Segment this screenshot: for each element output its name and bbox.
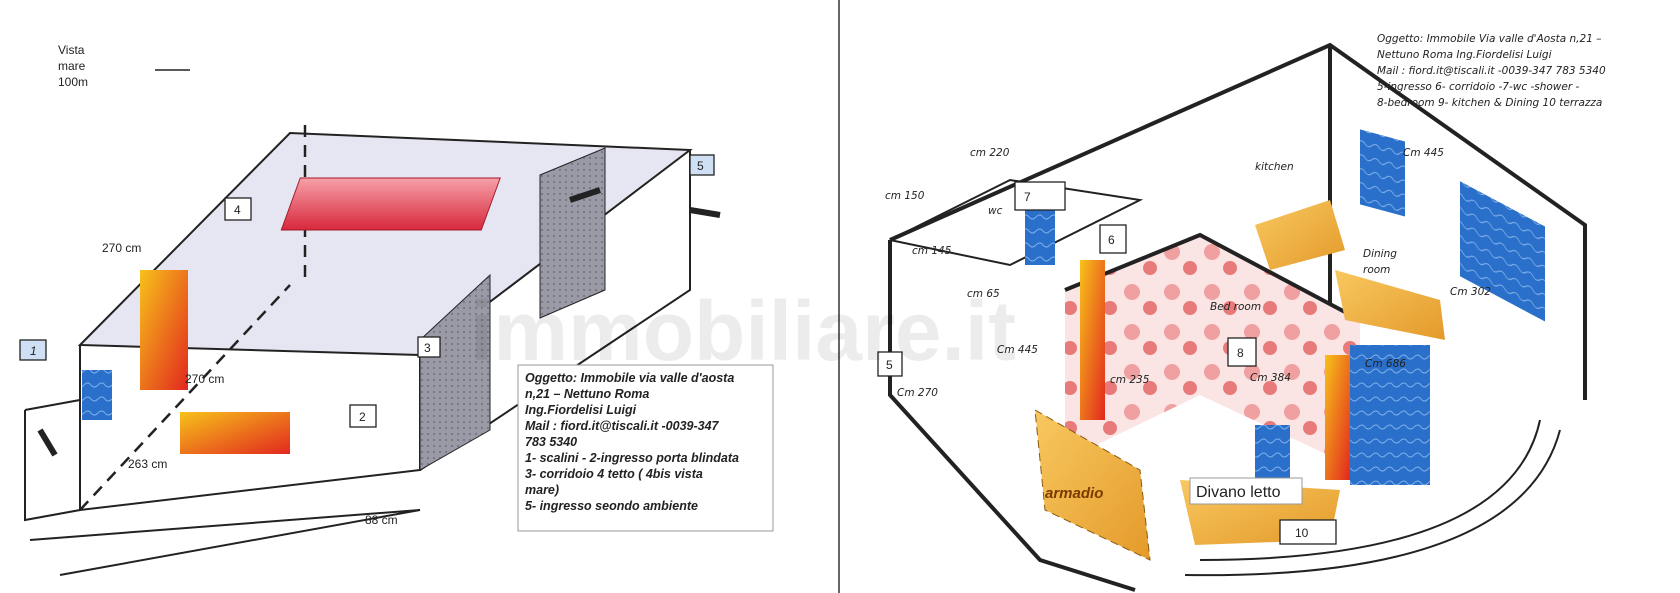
svg-text:3: 3 bbox=[424, 341, 431, 355]
svg-text:Mail : fiord.it@tiscali.it -00: Mail : fiord.it@tiscali.it -0039-347 783… bbox=[1377, 65, 1606, 77]
svg-text:Oggetto: Immobile via valle d: Oggetto: Immobile via valle d'aosta bbox=[525, 371, 734, 385]
dimension-label: cm 150 bbox=[885, 190, 925, 202]
svg-text:4: 4 bbox=[234, 203, 241, 217]
dimension-label: Cm 384 bbox=[1250, 372, 1291, 384]
floor-hatch bbox=[29, 509, 421, 576]
terrace-arc bbox=[1184, 429, 1561, 577]
marker-4: 4 bbox=[224, 197, 252, 221]
arrow-icon bbox=[689, 207, 721, 218]
svg-text:6: 6 bbox=[1108, 233, 1115, 247]
svg-text:Nettuno Roma Ing.Fiordelis: Nettuno Roma Ing.Fiordelisi Luigi bbox=[1377, 49, 1552, 61]
bedroom-wall-top bbox=[1064, 232, 1361, 322]
svg-text:783 5340: 783 5340 bbox=[525, 435, 577, 449]
svg-text:Oggetto: Immobile Via valle d: Oggetto: Immobile Via valle d'Aosta n,21… bbox=[1377, 33, 1601, 45]
door-panel bbox=[539, 147, 606, 319]
window bbox=[1460, 181, 1545, 322]
svg-text:10: 10 bbox=[1295, 526, 1309, 540]
left-wall bbox=[888, 240, 1136, 592]
marker-2: 2 bbox=[349, 404, 377, 428]
left-note-box: Oggetto: Immobile via valle d'aosta n,21… bbox=[517, 364, 774, 532]
dimension-label: cm 220 bbox=[970, 147, 1010, 159]
door-panel bbox=[419, 273, 491, 471]
marker-3: 3 bbox=[417, 336, 441, 358]
bedroom-wall bbox=[1200, 235, 1360, 470]
side-wall bbox=[419, 150, 691, 471]
dining-table bbox=[1335, 270, 1445, 340]
marker-5: 5 bbox=[877, 351, 903, 377]
heater bbox=[1080, 260, 1105, 420]
svg-text:8-bedroom 9- kitchen & Dinin: 8-bedroom 9- kitchen & Dining 10 terrazz… bbox=[1377, 97, 1602, 109]
heater-tall bbox=[140, 270, 188, 390]
room-label-dining: room bbox=[1363, 264, 1390, 276]
vista-label: Vista bbox=[58, 43, 85, 57]
steps bbox=[24, 398, 81, 522]
dimension-label: cm 235 bbox=[1110, 374, 1150, 386]
dimension-label: Cm 445 bbox=[997, 344, 1038, 356]
svg-text:5-ingresso 6- corridoio -7-wc: 5-ingresso 6- corridoio -7-wc -shower - bbox=[1377, 81, 1580, 93]
wc-outline bbox=[889, 178, 1144, 267]
dimension-label: cm 65 bbox=[967, 288, 1000, 300]
room-label-armadio: armadio bbox=[1045, 485, 1103, 502]
marker-10: 10 bbox=[1279, 519, 1337, 545]
heater bbox=[1325, 355, 1350, 480]
svg-text:1: 1 bbox=[30, 344, 37, 358]
kitchen-unit bbox=[1255, 200, 1345, 270]
left-plan: Vista mare 100m 270 cm 270 cm 263 cm 88 … bbox=[19, 43, 774, 576]
marker-8: 8 bbox=[1227, 337, 1257, 367]
dimension-label: Cm 302 bbox=[1450, 286, 1491, 298]
svg-text:5: 5 bbox=[697, 159, 704, 173]
dimension-label: 88 cm bbox=[365, 513, 398, 527]
svg-text:Ing.Fiordelisi Luigi: Ing.Fiordelisi Luigi bbox=[525, 403, 637, 417]
wardrobe bbox=[1034, 409, 1151, 561]
svg-text:7: 7 bbox=[1024, 190, 1031, 204]
room-label-bedroom: Bed room bbox=[1210, 301, 1261, 313]
svg-text:8: 8 bbox=[1237, 346, 1244, 360]
svg-text:Divano letto: Divano letto bbox=[1196, 484, 1281, 501]
svg-text:1- scalini - 2-ingresso porta: 1- scalini - 2-ingresso porta blindata bbox=[525, 451, 739, 465]
arrow-icon bbox=[37, 428, 58, 457]
vista-label: mare bbox=[58, 59, 86, 73]
marker-5: 5 bbox=[689, 154, 715, 176]
marker-6: 6 bbox=[1099, 224, 1127, 254]
svg-text:5: 5 bbox=[886, 358, 893, 372]
dimension-label: cm 145 bbox=[912, 245, 952, 257]
room-label-dining: Dining bbox=[1363, 248, 1397, 260]
svg-text:n,21 – Nettuno Roma: n,21 – Nettuno Roma bbox=[525, 387, 649, 401]
shower-glass bbox=[1350, 345, 1430, 485]
dimension-label: Cm 270 bbox=[897, 387, 938, 399]
right-plan: Oggetto: Immobile Via valle d'Aosta n,21… bbox=[877, 33, 1606, 592]
heater-low bbox=[180, 412, 290, 454]
svg-text:5- ingresso seondo ambiente: 5- ingresso seondo ambiente bbox=[525, 499, 698, 513]
watermark: immobiliare.it bbox=[470, 284, 1016, 378]
room-label-wc: wc bbox=[988, 205, 1003, 217]
marker-1: 1 bbox=[19, 339, 47, 361]
svg-text:2: 2 bbox=[359, 410, 366, 424]
window bbox=[1025, 210, 1055, 265]
marker-7: 7 bbox=[1014, 181, 1066, 211]
dimension-label: 270 cm bbox=[102, 241, 141, 255]
arrow-icon bbox=[569, 187, 601, 203]
right-note: Oggetto: Immobile Via valle d'Aosta n,21… bbox=[1377, 33, 1606, 109]
window bbox=[82, 370, 112, 420]
dimension-label: Cm 686 bbox=[1365, 358, 1406, 370]
outer-wall bbox=[889, 42, 1587, 400]
svg-text:3- corridoio 4 tetto ( 4bis: 3- corridoio 4 tetto ( 4bis vista bbox=[525, 467, 703, 481]
room-label-kitchen: kitchen bbox=[1255, 161, 1294, 173]
svg-text:mare): mare) bbox=[525, 483, 559, 497]
dimension-label: 263 cm bbox=[128, 457, 167, 471]
window bbox=[1360, 129, 1405, 217]
sofa-label: Divano letto bbox=[1189, 477, 1303, 505]
dimension-label: Cm 445 bbox=[1403, 147, 1444, 159]
vista-label: 100m bbox=[58, 75, 88, 89]
dimension-label: 270 cm bbox=[185, 372, 224, 386]
hidden-edge bbox=[79, 284, 291, 511]
bed bbox=[280, 177, 501, 231]
terrace-arc bbox=[1199, 419, 1541, 561]
svg-text:Mail : fiord.it@tiscali.it -00: Mail : fiord.it@tiscali.it -0039-347 bbox=[525, 419, 720, 433]
